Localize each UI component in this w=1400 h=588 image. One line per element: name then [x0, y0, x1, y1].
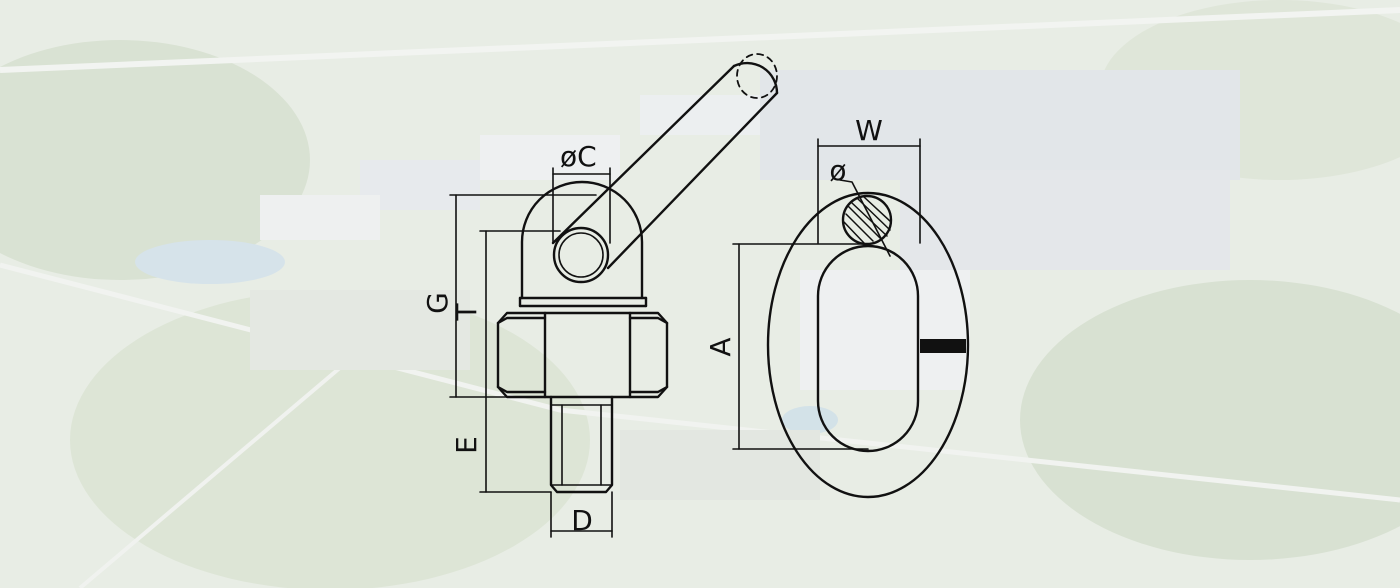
label-g: G: [421, 292, 454, 314]
label-t: T: [450, 303, 483, 322]
label-a: A: [704, 337, 737, 356]
swivel-eye-arch: [520, 180, 644, 300]
swivel-dimensions: [449, 167, 613, 538]
link-dimensions: [732, 138, 921, 450]
handle-end-cap: [732, 61, 779, 95]
weld-marker: [920, 339, 966, 353]
handle-bar: [551, 64, 779, 270]
link-inner-outline: [816, 244, 920, 453]
label-e: E: [450, 436, 483, 454]
threaded-shank: [549, 395, 614, 494]
link-outer-outline: [766, 191, 970, 499]
oval-link: [766, 191, 970, 499]
label-d: D: [571, 504, 593, 537]
label-w: W: [855, 114, 883, 147]
pin-circle: [552, 226, 610, 284]
hex-nut: [496, 311, 669, 399]
label-diameter-c: øC: [560, 140, 597, 173]
label-diameter: ø: [829, 154, 846, 187]
swivel-eye-bolt: [496, 53, 779, 494]
section-circle: [841, 194, 893, 246]
